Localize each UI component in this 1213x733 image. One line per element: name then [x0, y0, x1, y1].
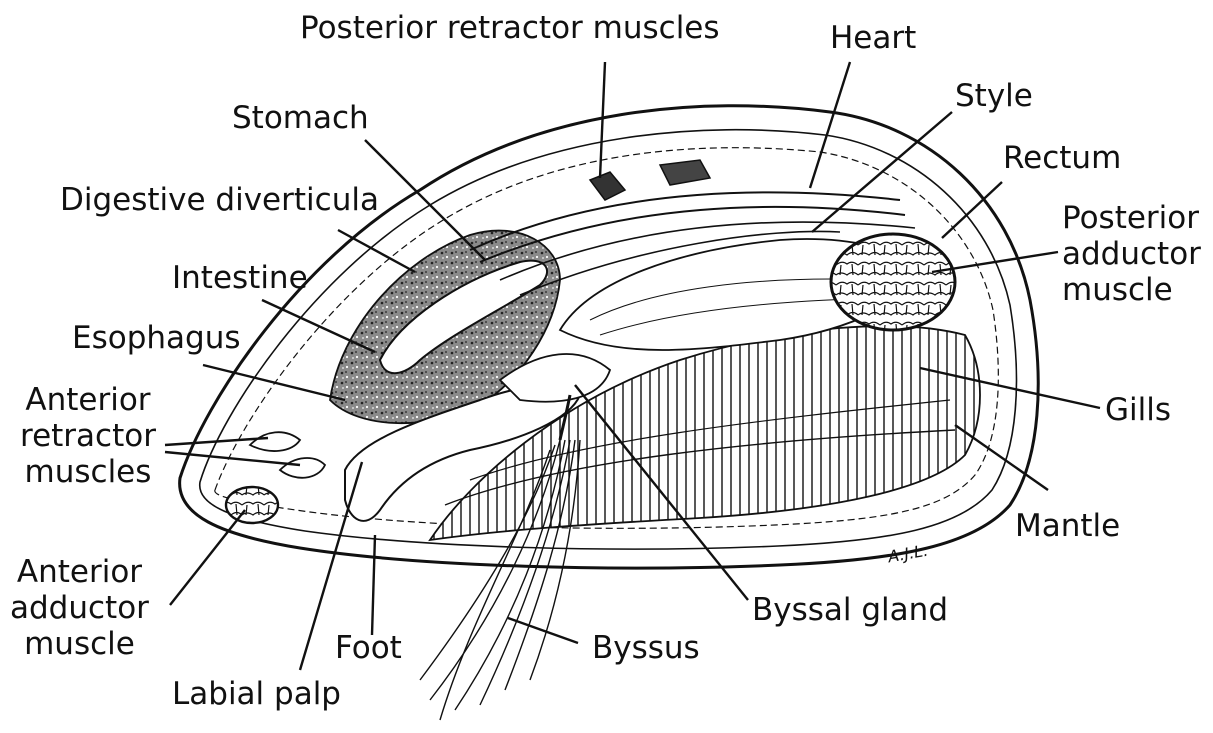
label-posterior-adductor-line1: Posterior: [1062, 200, 1201, 236]
label-intestine: Intestine: [172, 260, 308, 296]
label-anterior-adductor-line1: Anterior: [10, 554, 149, 590]
label-rectum: Rectum: [1003, 140, 1121, 176]
label-esophagus: Esophagus: [72, 320, 241, 356]
posterior-adductor: [831, 234, 955, 330]
label-posterior-retractor-muscles: Posterior retractor muscles: [300, 10, 720, 46]
label-digestive-diverticula: Digestive diverticula: [60, 182, 379, 218]
label-posterior-adductor-line3: muscle: [1062, 272, 1201, 308]
label-anterior-retractor-line3: muscles: [20, 454, 156, 490]
label-anterior-retractor-line1: Anterior: [20, 382, 156, 418]
label-anterior-retractor-line2: retractor: [20, 418, 156, 454]
anterior-adductor: [226, 487, 278, 523]
label-heart: Heart: [830, 20, 916, 56]
label-posterior-adductor-muscle: Posterior adductor muscle: [1062, 200, 1201, 308]
label-style: Style: [955, 78, 1033, 114]
label-anterior-adductor-line2: adductor: [10, 590, 149, 626]
label-anterior-adductor-line3: muscle: [10, 626, 149, 662]
label-foot: Foot: [335, 630, 402, 666]
label-stomach: Stomach: [232, 100, 369, 136]
label-gills: Gills: [1105, 392, 1171, 428]
label-anterior-retractor-muscles: Anterior retractor muscles: [20, 382, 156, 490]
label-labial-palp: Labial palp: [172, 676, 341, 712]
label-posterior-adductor-line2: adductor: [1062, 236, 1201, 272]
label-byssal-gland: Byssal gland: [752, 592, 948, 628]
label-mantle: Mantle: [1015, 508, 1120, 544]
label-byssus: Byssus: [592, 630, 700, 666]
label-anterior-adductor-muscle: Anterior adductor muscle: [10, 554, 149, 662]
